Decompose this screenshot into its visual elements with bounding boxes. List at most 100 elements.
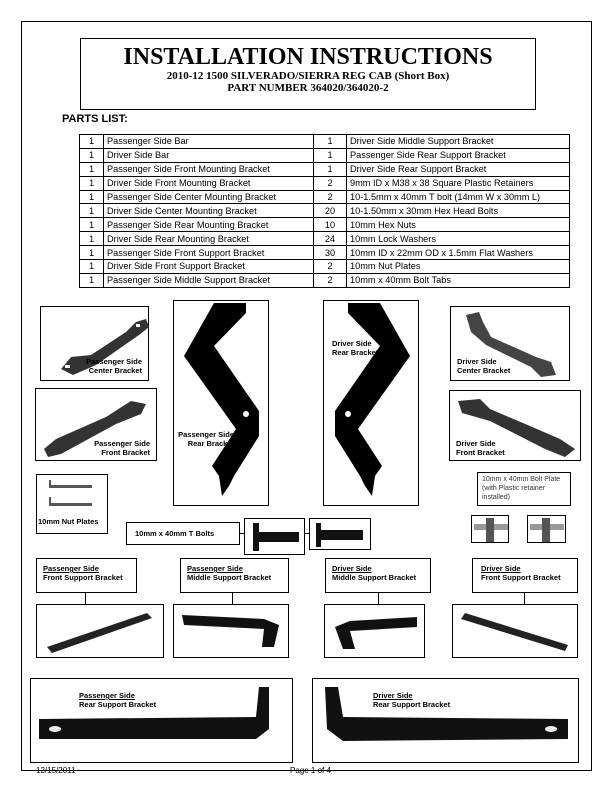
part-name: Driver Side Front Support Bracket: [103, 259, 314, 274]
part-name: Driver Side Front Mounting Bracket: [103, 175, 314, 191]
part-name: 10mm x 40mm Bolt Tabs: [346, 272, 570, 288]
part-name: Driver Side Middle Support Bracket: [346, 134, 570, 149]
part-qty: 10: [313, 217, 347, 233]
part-qty: 1: [313, 161, 347, 177]
part-qty: 2: [313, 259, 347, 274]
part-number: PART NUMBER 364020/364020-2: [227, 82, 389, 94]
part-qty: 20: [313, 203, 347, 219]
arrow: [85, 593, 86, 604]
arrow: [305, 533, 310, 534]
part-qty: 2: [313, 175, 347, 191]
arrow: [240, 533, 245, 534]
bracket-image: [44, 401, 146, 457]
bolt-plate-label: 10mm x 40mm Bolt Plate (with Plastic ret…: [477, 472, 571, 506]
part-qty: 1: [79, 134, 104, 149]
part-name: Driver Side Bar: [103, 147, 314, 163]
part-name: Passenger Side Rear Support Bracket: [346, 147, 570, 163]
part-name: 10-1.50mm x 30mm Hex Head Bolts: [346, 203, 570, 219]
bracket-image: [61, 319, 149, 375]
footer-date: 12/15/2011: [36, 766, 76, 775]
bracket-image: [458, 399, 575, 457]
footer-page-number: Page 1 of 4: [290, 766, 331, 775]
title-box: INSTALLATION INSTRUCTIONS 2010-12 1500 S…: [80, 38, 536, 110]
ps-front-support-image: [36, 604, 164, 658]
bracket-image: [466, 312, 556, 377]
nut-plates-image: [49, 480, 92, 506]
bolt-plate-image: [471, 515, 509, 543]
t-bolt-image: [244, 518, 305, 555]
part-qty: 1: [79, 272, 104, 288]
part-name: 10mm Hex Nuts: [346, 217, 570, 233]
part-qty: 1: [79, 245, 104, 261]
figure-label: 10mm Nut Plates: [38, 517, 99, 526]
part-name: 10mm Lock Washers: [346, 231, 570, 247]
part-qty: 1: [79, 203, 104, 219]
part-name: Passenger Side Center Mounting Bracket: [103, 189, 314, 205]
part-name: 10mm ID x 22mm OD x 1.5mm Flat Washers: [346, 245, 570, 261]
arrow: [232, 593, 233, 604]
part-qty: 2: [313, 189, 347, 205]
part-name: Passenger Side Front Support Bracket: [103, 245, 314, 261]
t-bolt-image-side: [309, 518, 371, 550]
arrow: [378, 593, 379, 604]
bracket-image: [335, 303, 410, 496]
arrow: [524, 593, 525, 604]
part-qty: 2: [313, 272, 347, 288]
part-name: Driver Side Center Mounting Bracket: [103, 203, 314, 219]
part-qty: 1: [79, 217, 104, 233]
ps-middle-support-image: [173, 604, 289, 658]
part-qty: 1: [313, 147, 347, 163]
part-name: Driver Side Rear Support Bracket: [346, 161, 570, 177]
part-qty: 1: [79, 259, 104, 274]
part-qty: 1: [79, 231, 104, 247]
part-qty: 1: [313, 134, 347, 149]
bracket-image: [184, 303, 259, 496]
part-name: 10-1.5mm x 40mm T bolt (14mm W x 30mm L): [346, 189, 570, 205]
part-name: Passenger Side Middle Support Bracket: [103, 272, 314, 288]
ds-middle-support-image: [324, 604, 425, 658]
part-qty: 24: [313, 231, 347, 247]
figure-nut-plates: 10mm Nut Plates: [36, 474, 108, 534]
part-qty: 1: [79, 175, 104, 191]
part-name: Passenger Side Rear Mounting Bracket: [103, 217, 314, 233]
part-name: 10mm Nut Plates: [346, 259, 570, 274]
part-name: 9mm ID x M38 x 38 Square Plastic Retaine…: [346, 175, 570, 191]
page-frame: [21, 21, 592, 771]
parts-list-heading: PARTS LIST:: [62, 113, 128, 125]
figure-t-bolts-label-box: 10mm x 40mm T Bolts: [126, 522, 240, 545]
part-qty: 1: [79, 147, 104, 163]
ds-front-support-image: [452, 604, 578, 658]
part-name: Passenger Side Bar: [103, 134, 314, 149]
part-name: Driver Side Rear Mounting Bracket: [103, 231, 314, 247]
vehicle-subtitle: 2010-12 1500 SILVERADO/SIERRA REG CAB (S…: [166, 70, 450, 82]
bolt-plate-image: [527, 515, 566, 543]
